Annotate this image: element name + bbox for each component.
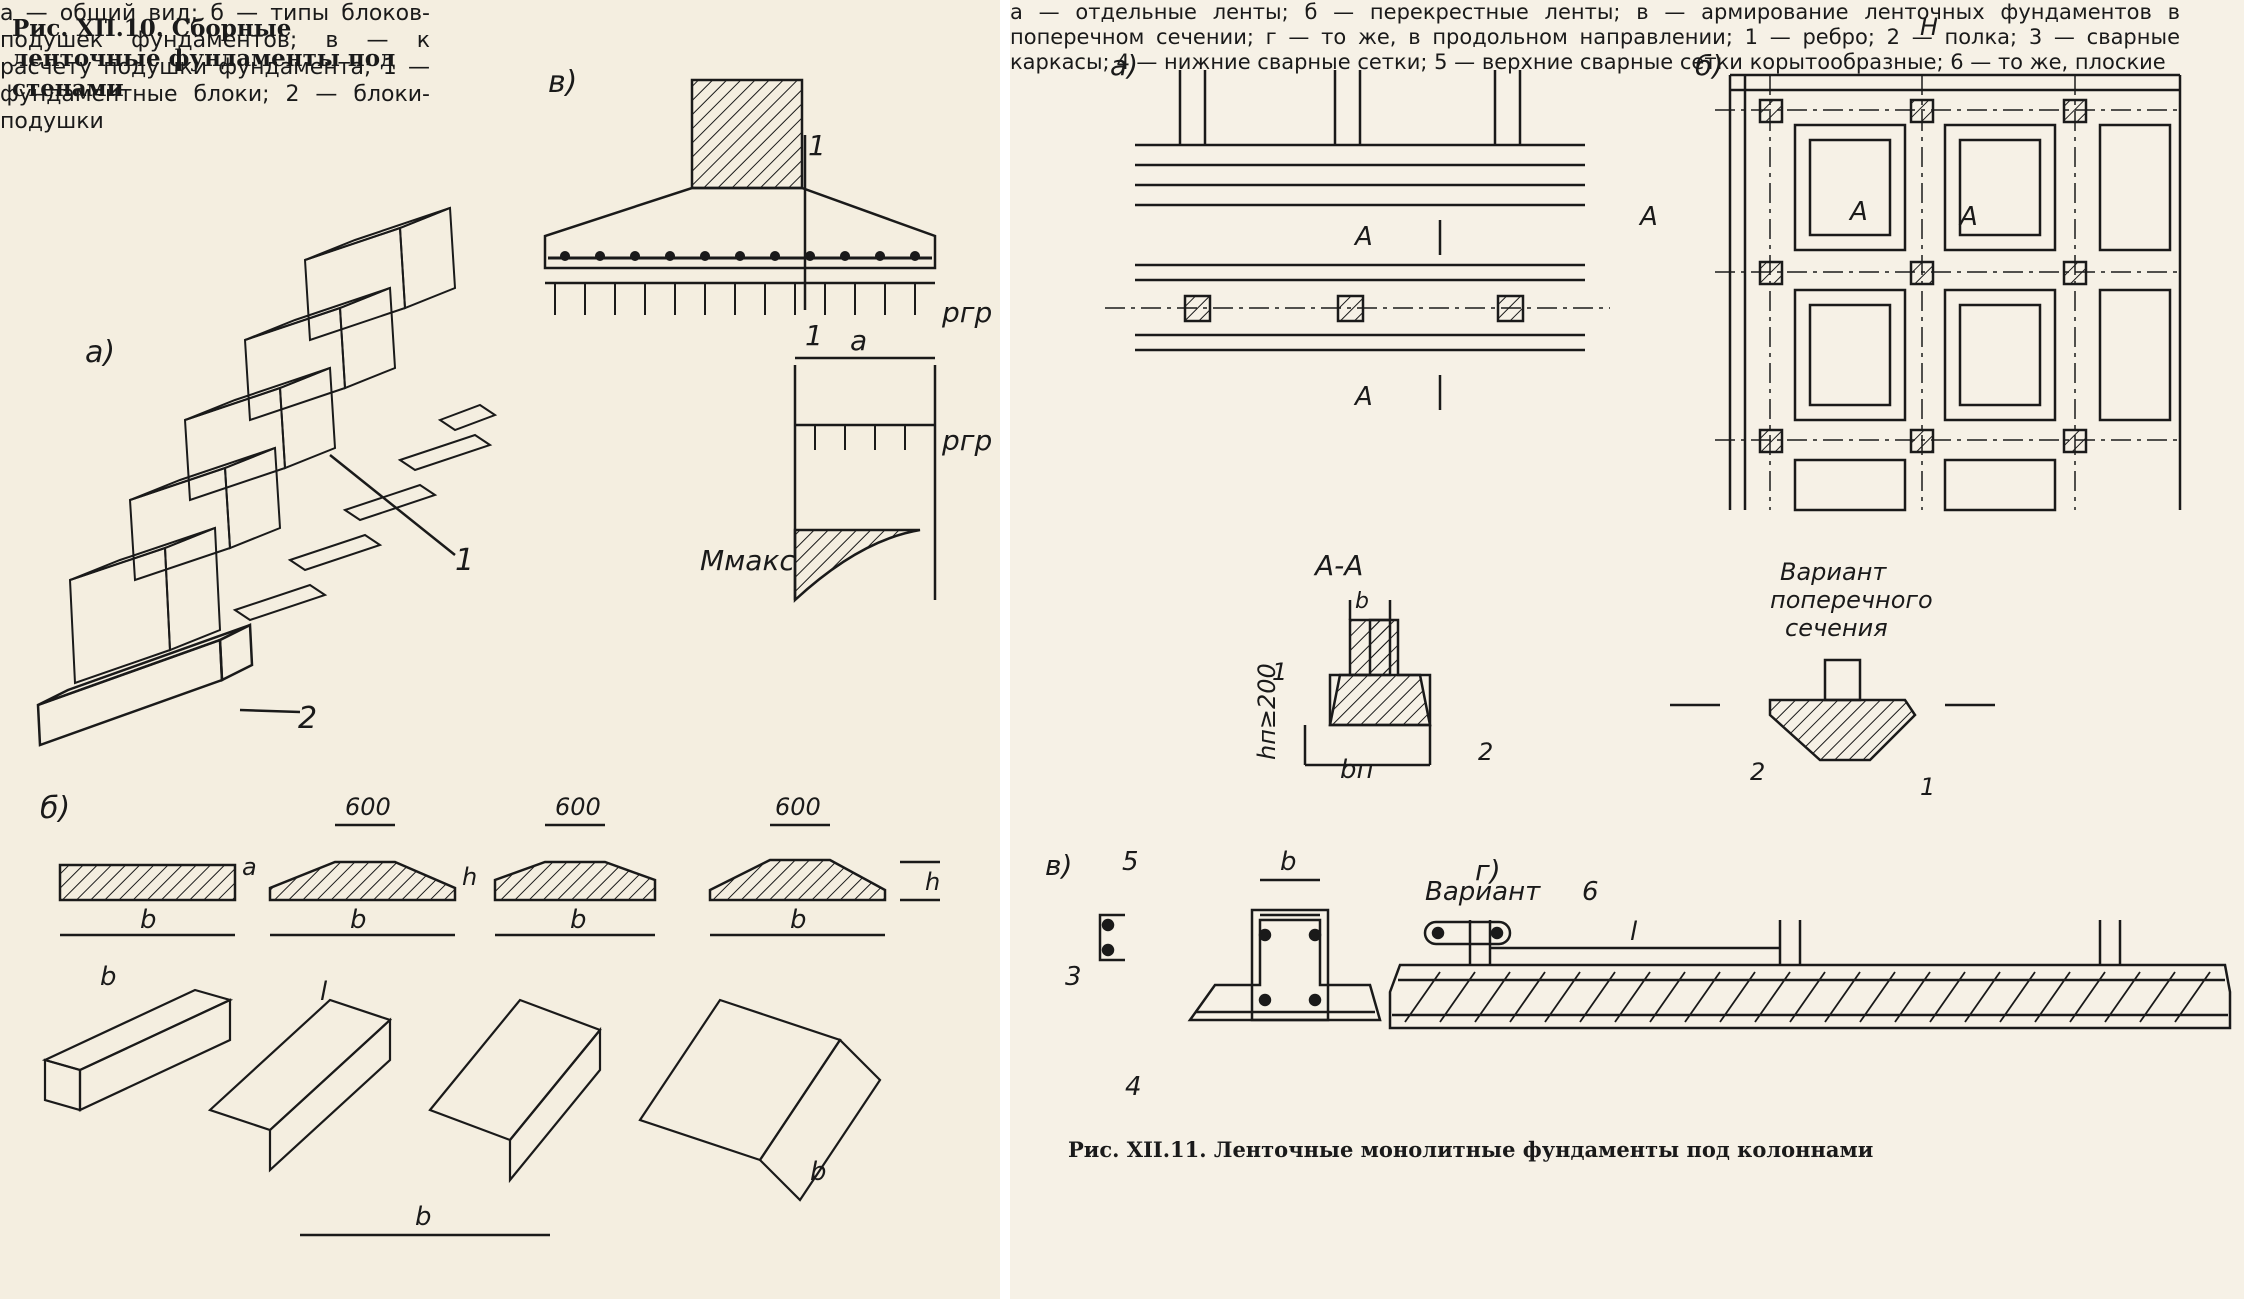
right-fig-a-label: а)	[1110, 49, 1138, 82]
left-figure-legend: а — общий вид; б — типы блоков-подушек ф…	[0, 1, 430, 134]
right-fig-v-label: в)	[1045, 849, 1072, 882]
fig-b-dim-b-2: b	[350, 905, 367, 935]
variant-cross-n2: 2	[1750, 758, 1765, 786]
fig-b-dim-600-2: 600	[555, 793, 601, 821]
fig-v-pgr-2: pгр	[941, 424, 992, 457]
variant-cross-title-line1: Вариант	[1780, 558, 1887, 586]
section-A-A: А-А bп hп≥200 b 1 2	[1253, 549, 1493, 785]
figure-v-reinforcement: в) b 5 3 4 Вариант 6	[1045, 847, 1599, 1102]
fig-a-callout-1: 1	[455, 543, 474, 578]
fig-b-dim-600-1: 600	[345, 793, 391, 821]
right-fig-b-A-mid: А	[1848, 197, 1868, 227]
right-fig-b-A-left: А	[1638, 202, 1658, 232]
section-AA-b: b	[1355, 589, 1369, 614]
fig-b-dim-b-4: b	[790, 905, 807, 935]
fig-v-callout-1: 1	[808, 129, 826, 162]
figure-a-separate-strips: а) А А	[1105, 49, 1610, 412]
right-figure-title: Рис. XII.11. Ленточные монолитные фундам…	[1068, 1137, 1874, 1162]
left-figure-title: Рис. XII.10. Сборные ленточные фундамент…	[12, 15, 396, 102]
fig-b-iso-dim-b-2: b	[810, 1157, 827, 1187]
fig-b-dim-b-3: b	[570, 905, 587, 935]
right-drawings: а) А А б) Н	[1045, 13, 2232, 1102]
right-fig-v-n6: 6	[1582, 877, 1599, 907]
fig-b-dim-h-1: h	[462, 863, 477, 891]
right-fig-b-label: б)	[1695, 49, 1723, 82]
fig-b-dim-b-1: b	[140, 905, 157, 935]
fig-v-label: в)	[548, 65, 577, 100]
fig-a-callout-2: 2	[298, 701, 317, 736]
right-fig-v-n5: 5	[1122, 847, 1139, 877]
right-fig-v-n3: 3	[1065, 962, 1082, 992]
right-figure-legend: а — отдельные ленты; б — перекрестные ле…	[1010, 0, 2180, 74]
svg-text:поперечного: поперечного	[1770, 586, 1933, 614]
svg-text:сечения: сечения	[1785, 614, 1888, 642]
section-AA-n1: 1	[1272, 658, 1287, 686]
fig-b-iso-dim-l: l	[320, 977, 328, 1007]
right-page: а) А А б) Н	[1010, 0, 2244, 1299]
figure-g-longitudinal: г) l	[1388, 854, 2232, 1030]
figure-b-cross-strips: б) Н	[1638, 13, 2182, 512]
fig-v-pgr-1: pгр	[941, 296, 992, 329]
right-fig-g-label: г)	[1475, 854, 1501, 887]
right-fig-b-A-right: А	[1958, 202, 1978, 232]
section-AA-title: А-А	[1313, 549, 1363, 582]
right-fig-b-H-marker: Н	[1920, 13, 1938, 41]
fig-v-dim-a: a	[850, 324, 867, 357]
right-fig-g-l: l	[1630, 917, 1638, 947]
variant-cross-section: Вариант поперечного сечения 2 1	[1670, 558, 1995, 801]
fig-b-iso-dim-b-1: b	[415, 1202, 432, 1232]
fig-v-callout-1b: 1	[805, 319, 823, 352]
fig-b-dim-600-3: 600	[775, 793, 821, 821]
left-drawings: а) 1 2 в)	[36, 65, 992, 1237]
fig-a-label: а)	[85, 335, 115, 370]
fig-b-iso-dim-b-3: b	[100, 962, 117, 992]
right-fig-a-section-top: А	[1353, 222, 1373, 252]
left-page: Рис. XII.10. Сборные ленточные фундамент…	[0, 0, 1000, 1299]
figure-a-isometric-blocks: а) 1 2	[36, 206, 498, 747]
variant-cross-n1: 1	[1920, 773, 1935, 801]
section-AA-n2: 2	[1478, 738, 1493, 766]
section-AA-hn: hп≥200	[1253, 663, 1281, 760]
section-AA-bn: bп	[1340, 755, 1374, 785]
fig-b-label: б)	[40, 791, 70, 826]
fig-v-mmax: Mмакс	[700, 544, 795, 577]
fig-b-dim-a: a	[242, 853, 257, 881]
right-fig-v-variant: Вариант	[1425, 877, 1541, 907]
right-fig-a-section-bottom: А	[1353, 382, 1373, 412]
fig-b-dim-h-2: h	[925, 868, 940, 896]
figure-b-pad-types: б) b b b b 600 600 600 a h h	[40, 791, 940, 1237]
right-fig-v-n4: 4	[1125, 1072, 1142, 1102]
figure-v-calculation: в) 1 1 a	[543, 65, 992, 603]
right-fig-v-b: b	[1280, 847, 1297, 877]
